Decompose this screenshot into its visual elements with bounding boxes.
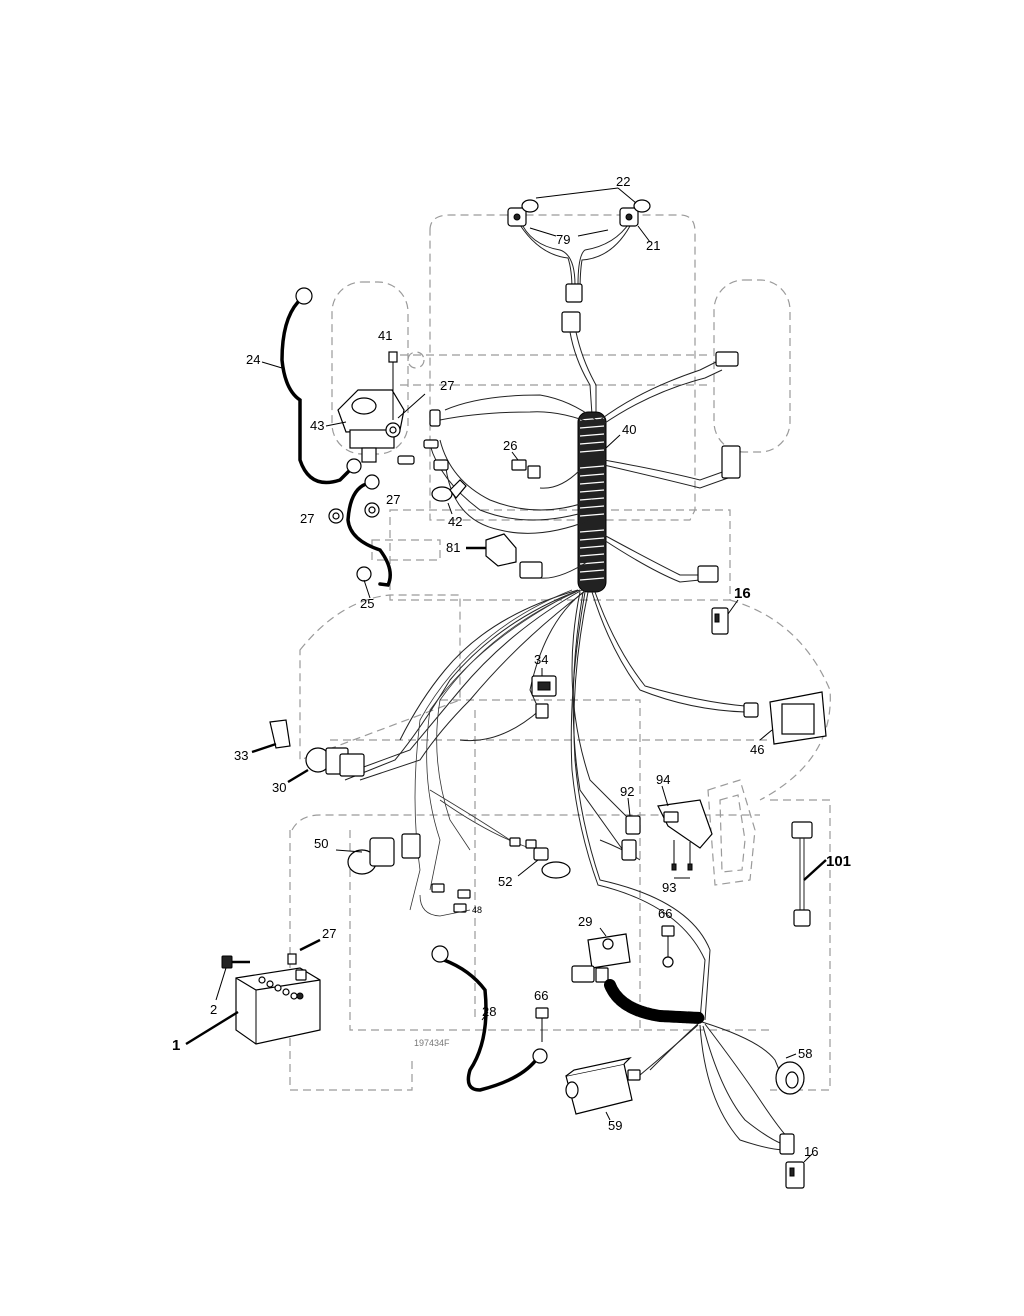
- bracket-94: [657, 785, 713, 849]
- fuse-26: [511, 451, 541, 479]
- connectors-mid: [509, 837, 537, 849]
- label-101: 101: [826, 853, 851, 870]
- bolt-2: [215, 955, 250, 1001]
- label-27-solenoid: 27: [440, 378, 454, 393]
- label-16-lower: 16: [804, 1144, 818, 1159]
- ground-cable-28: [442, 958, 538, 1092]
- label-29: 29: [578, 914, 592, 929]
- relay-81: [466, 533, 543, 579]
- label-33: 33: [234, 748, 248, 763]
- nut-27-battery: [287, 938, 321, 965]
- connector-16-lower: [785, 1153, 813, 1189]
- module-59: [565, 1056, 641, 1121]
- wire-loom: [577, 411, 607, 593]
- brake-switch-34: [531, 668, 557, 719]
- label-50: 50: [314, 836, 328, 851]
- label-93: 93: [662, 880, 676, 895]
- label-66-right: 66: [658, 906, 672, 921]
- label-16-upper: 16: [734, 585, 751, 602]
- headlight-bulb-right: [619, 199, 651, 227]
- headlight-bulb-left: [507, 199, 539, 227]
- label-41: 41: [378, 328, 392, 343]
- drawing-code: 197434F: [414, 1038, 450, 1048]
- label-42: 42: [448, 514, 462, 529]
- label-94: 94: [656, 772, 670, 787]
- connector-92: [621, 797, 641, 861]
- terminals-upper: [397, 409, 449, 471]
- label-27-left: 27: [300, 511, 314, 526]
- label-21: 21: [646, 238, 660, 253]
- light-52: [517, 847, 571, 879]
- screws-93: [671, 840, 693, 879]
- label-28: 28: [482, 1004, 496, 1019]
- lower-loom: [604, 979, 706, 1024]
- bolt-41: [388, 351, 398, 420]
- key-switch-58: [775, 1053, 805, 1095]
- terminal-boot-42: [431, 479, 467, 515]
- label-27-battery: 27: [322, 926, 336, 941]
- solenoid-43: [325, 389, 405, 463]
- label-79: 79: [556, 232, 570, 247]
- label-2: 2: [210, 1002, 217, 1017]
- connector-16-upper: [711, 599, 739, 635]
- battery-cable-24: [280, 300, 352, 485]
- nut-27-solenoid: [385, 393, 426, 438]
- label-40: 40: [622, 422, 636, 437]
- label-46: 46: [750, 742, 764, 757]
- label-43: 43: [310, 418, 324, 433]
- label-58: 58: [798, 1046, 812, 1061]
- harness-wires: [344, 351, 795, 1155]
- hour-meter-46: [759, 691, 827, 745]
- battery-cable-25: [346, 482, 392, 587]
- label-27-right: 27: [386, 492, 400, 507]
- bolt-66-right: [661, 925, 675, 968]
- ignition-switch-30: [251, 719, 365, 784]
- tractor-outline: [289, 214, 831, 1091]
- label-52: 52: [498, 874, 512, 889]
- label-30: 30: [272, 780, 286, 795]
- seat-switch-50: [335, 833, 421, 875]
- connector-48: [419, 883, 471, 917]
- label-59: 59: [608, 1118, 622, 1133]
- pto-switch-29: [571, 927, 631, 983]
- bolt-66-left: [535, 1007, 549, 1042]
- label-34: 34: [534, 652, 548, 667]
- label-48: 48: [472, 905, 482, 915]
- label-22: 22: [616, 174, 630, 189]
- label-25: 25: [360, 596, 374, 611]
- harness-adapter-101: [791, 821, 827, 927]
- label-1: 1: [172, 1037, 180, 1054]
- battery-1: [185, 967, 321, 1046]
- label-26: 26: [503, 438, 517, 453]
- headlight-harness: [519, 219, 631, 416]
- nut-27-left: [328, 508, 344, 524]
- label-24: 24: [246, 352, 260, 367]
- label-92: 92: [620, 784, 634, 799]
- nut-27-right: [364, 502, 380, 518]
- label-66-left: 66: [534, 988, 548, 1003]
- label-81: 81: [446, 540, 460, 555]
